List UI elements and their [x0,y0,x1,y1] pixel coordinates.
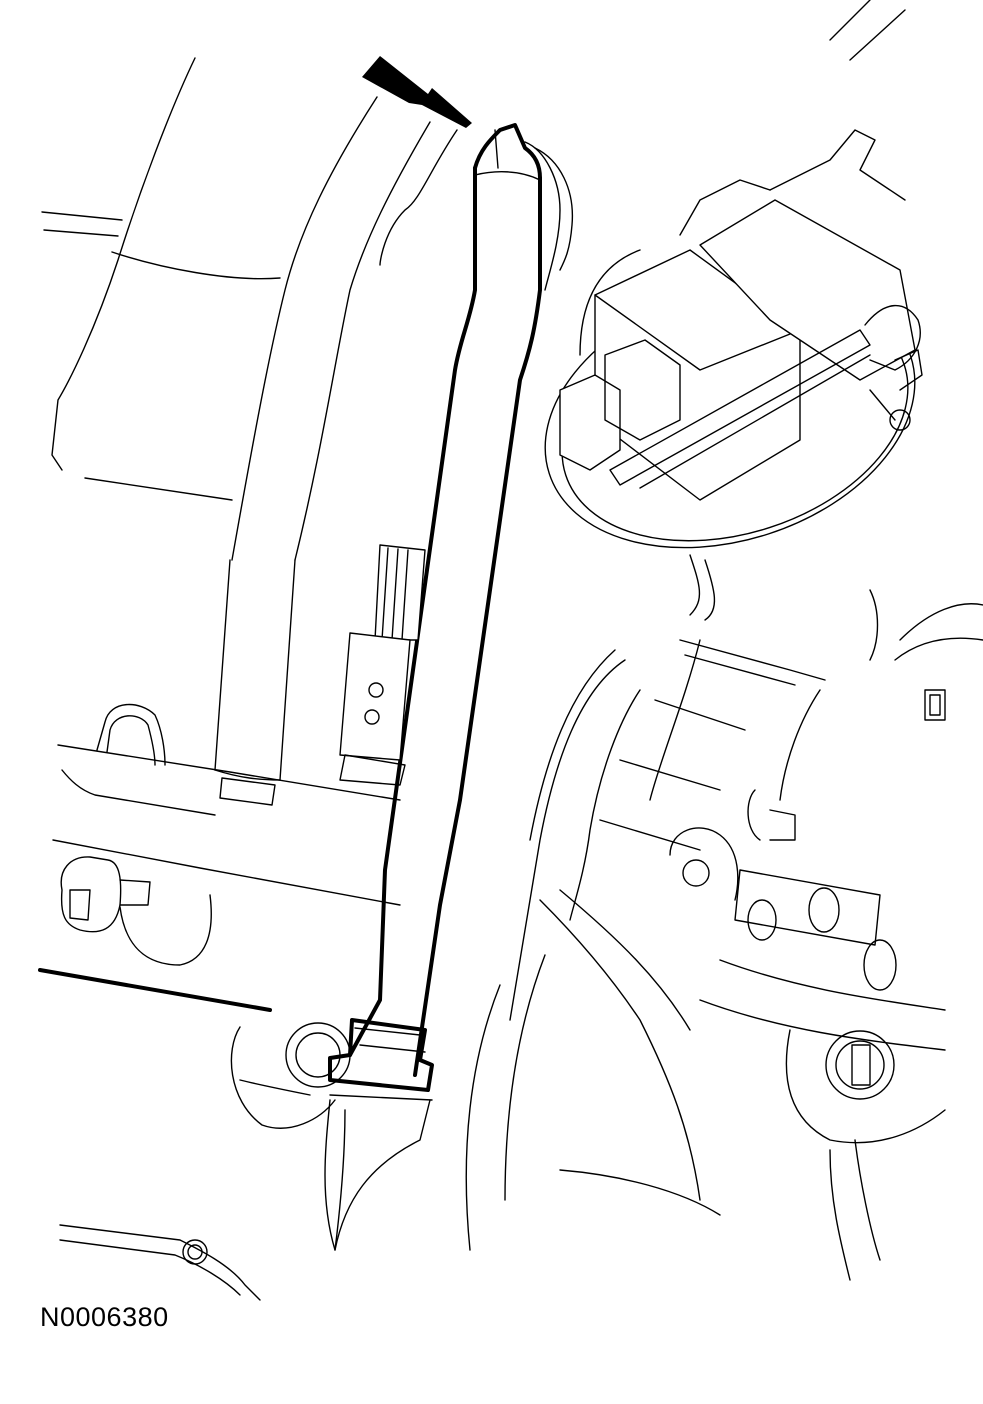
sensor-connector [339,544,426,786]
mounting-boss-left [230,1022,351,1129]
egr-valve-assembly [544,129,923,549]
electrical-connector-lower-left [38,856,272,1012]
callout-arrow-icon [362,56,472,128]
fuel-rail [52,703,401,906]
figure-id-label: N0006380 [40,1302,169,1332]
tube-bracket [324,1099,431,1251]
intake-manifold-cover [41,57,458,561]
background-right-upper [829,0,983,721]
vacuum-hose [689,554,716,621]
fuel-injector [214,559,296,806]
dipstick-tube [328,123,574,1101]
transmission-housing [465,889,946,1281]
oil-pan-plate [59,1224,261,1301]
engine-mount-bracket [509,639,897,1021]
